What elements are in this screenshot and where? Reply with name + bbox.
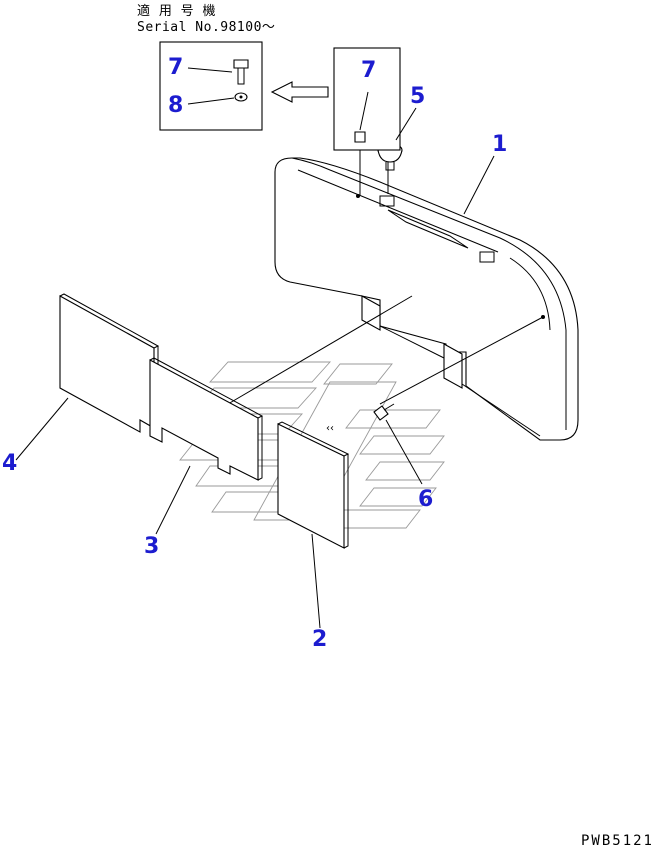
applicable-serial-heading: 適 用 号 機: [137, 4, 216, 19]
detail-inset-box: [159, 41, 263, 131]
plate-4: [59, 293, 160, 433]
bolt-6: [373, 403, 395, 421]
counterweight-cover: [227, 142, 579, 441]
callout-part-2: 2: [312, 627, 327, 652]
plate-3: [149, 357, 264, 481]
callout-part-5: 5: [410, 84, 425, 109]
callout-part-1: 1: [492, 132, 507, 157]
drawing-code: PWB5121: [580, 833, 654, 849]
serial-number-range: Serial No.98100～: [137, 20, 276, 35]
old-spec-inset-box: [333, 47, 401, 151]
callout-part-4: 4: [2, 451, 17, 476]
callout-part-3: 3: [144, 534, 159, 559]
callout-part-8: 8: [168, 93, 183, 118]
plate-2: ‹‹: [277, 421, 350, 549]
callout-part-7-detail: 7: [168, 55, 183, 80]
direction-arrow: [270, 81, 329, 103]
callout-part-6: 6: [418, 487, 433, 512]
callout-part-7-main: 7: [361, 58, 376, 83]
svg-text:‹‹: ‹‹: [326, 423, 334, 434]
leader-lines: [15, 107, 495, 629]
